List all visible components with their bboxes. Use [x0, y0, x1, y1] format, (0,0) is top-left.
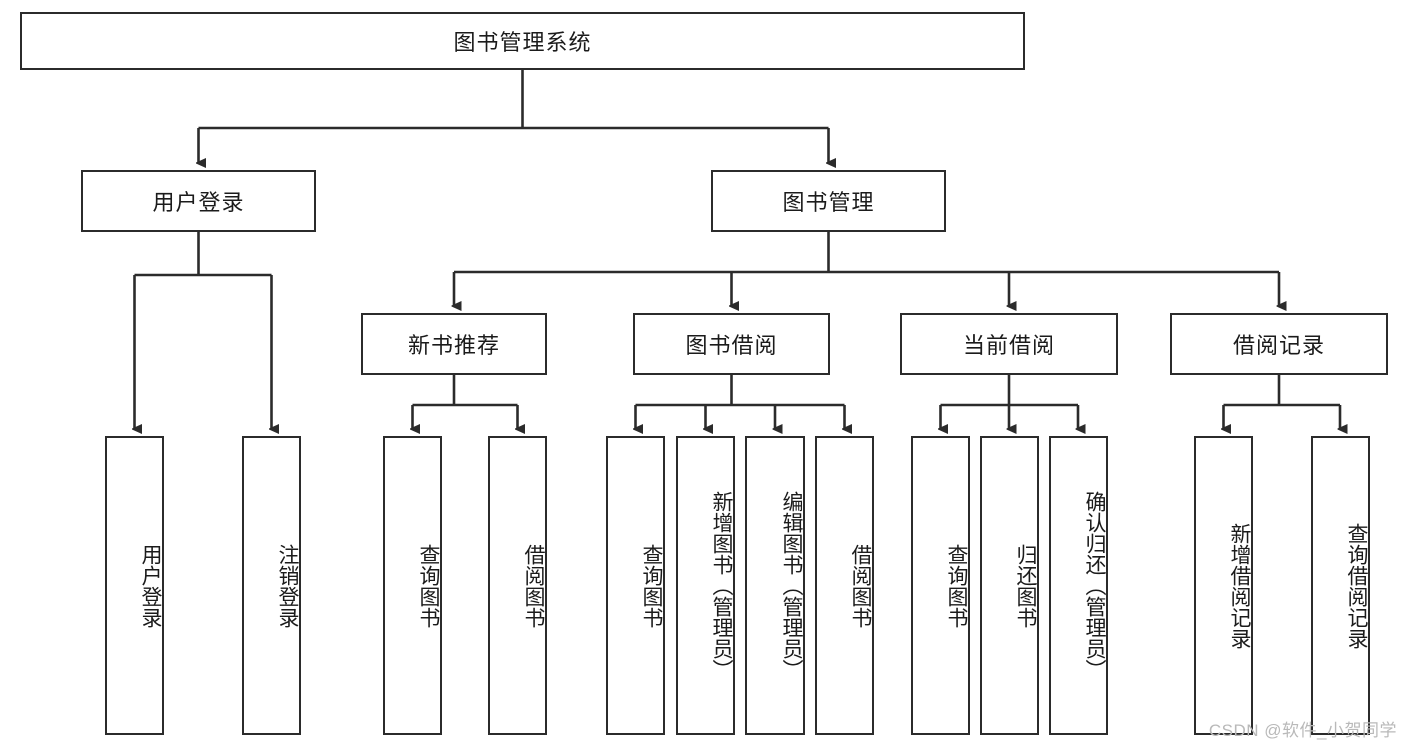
leaf-query-book-1[interactable]: 查询图书 — [383, 436, 442, 735]
leaf-borrow-book-2[interactable]: 借阅图书 — [815, 436, 874, 735]
node-root-label: 图书管理系统 — [453, 30, 592, 55]
leaf-add-record[interactable]: 新增借阅记录 — [1194, 436, 1253, 735]
node-borrow-record[interactable]: 借阅记录 — [1170, 313, 1388, 375]
node-book-borrow-label: 图书借阅 — [685, 333, 778, 358]
leaf-confirm-return-label: 确认归还（管理员） — [1083, 491, 1106, 680]
node-user-login-label: 用户登录 — [152, 190, 245, 215]
leaf-add-book-label: 新增图书（管理员） — [710, 491, 733, 680]
leaf-add-book[interactable]: 新增图书（管理员） — [676, 436, 735, 735]
leaf-return-book[interactable]: 归还图书 — [980, 436, 1039, 735]
leaf-edit-book[interactable]: 编辑图书（管理员） — [745, 436, 805, 735]
leaf-query-record-label: 查询借阅记录 — [1345, 522, 1368, 649]
leaf-return-book-label: 归还图书 — [1014, 543, 1037, 628]
leaf-confirm-return[interactable]: 确认归还（管理员） — [1049, 436, 1108, 735]
leaf-query-book-3-label: 查询图书 — [945, 543, 968, 628]
leaf-query-book-2[interactable]: 查询图书 — [606, 436, 665, 735]
node-current-borrow-label: 当前借阅 — [962, 333, 1055, 358]
node-borrow-record-label: 借阅记录 — [1232, 333, 1325, 358]
leaf-edit-book-label: 编辑图书（管理员） — [780, 491, 803, 680]
leaf-borrow-book-1[interactable]: 借阅图书 — [488, 436, 547, 735]
node-root[interactable]: 图书管理系统 — [20, 12, 1025, 70]
node-book-management[interactable]: 图书管理 — [711, 170, 946, 232]
leaf-query-record[interactable]: 查询借阅记录 — [1311, 436, 1370, 735]
leaf-logout-login[interactable]: 注销登录 — [242, 436, 301, 735]
node-user-login[interactable]: 用户登录 — [81, 170, 316, 232]
leaf-query-book-2-label: 查询图书 — [640, 543, 663, 628]
node-new-book-recommend-label: 新书推荐 — [407, 333, 500, 358]
leaf-query-book-1-label: 查询图书 — [417, 543, 440, 628]
node-book-management-label: 图书管理 — [782, 190, 875, 215]
leaf-logout-login-label: 注销登录 — [276, 543, 299, 628]
leaf-query-book-3[interactable]: 查询图书 — [911, 436, 970, 735]
watermark: CSDN @软件_小贺同学 — [1208, 721, 1397, 740]
leaf-user-login[interactable]: 用户登录 — [105, 436, 164, 735]
leaf-add-record-label: 新增借阅记录 — [1228, 522, 1251, 649]
node-current-borrow[interactable]: 当前借阅 — [900, 313, 1118, 375]
node-new-book-recommend[interactable]: 新书推荐 — [361, 313, 547, 375]
leaf-user-login-label: 用户登录 — [139, 543, 162, 628]
leaf-borrow-book-2-label: 借阅图书 — [849, 543, 872, 628]
node-book-borrow[interactable]: 图书借阅 — [633, 313, 830, 375]
leaf-borrow-book-1-label: 借阅图书 — [522, 543, 545, 628]
